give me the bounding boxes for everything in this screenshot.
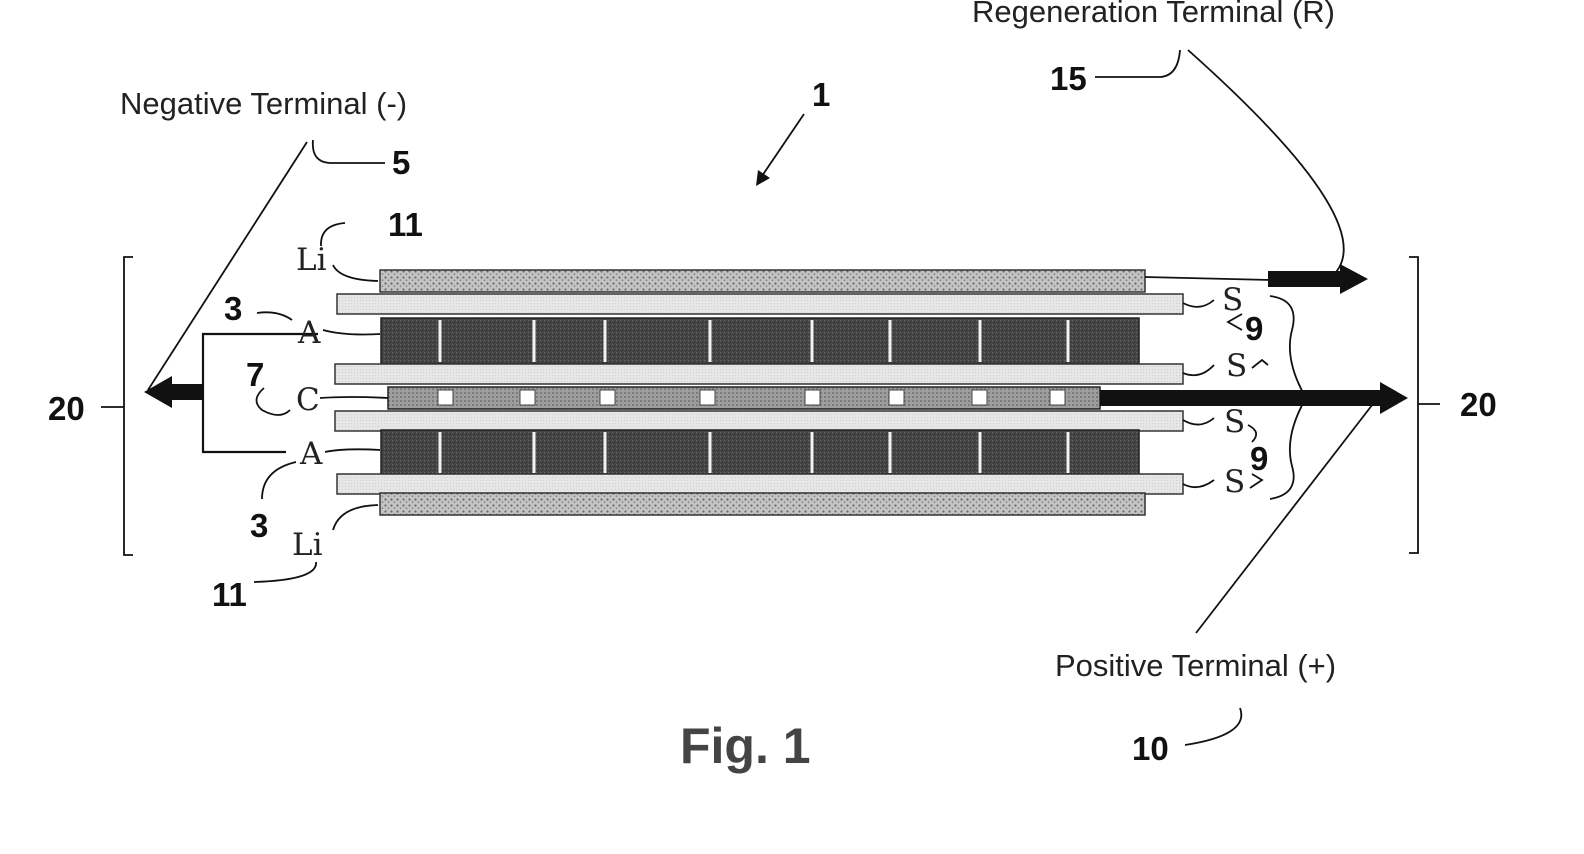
regeneration-wire — [1145, 277, 1272, 280]
negative-terminal-leader — [148, 142, 307, 390]
numeral-15-leader — [1095, 50, 1180, 77]
positive-terminal-leader — [1196, 400, 1376, 633]
separator-layer-2 — [335, 364, 1183, 384]
numeral-1: 1 — [812, 76, 830, 113]
numeral-3-bottom-leader — [262, 462, 296, 499]
lithium-layer-bottom — [380, 493, 1145, 515]
numeral-11-bottom: 11 — [212, 576, 247, 613]
numeral-15: 15 — [1050, 60, 1087, 97]
numeral-20-right: 20 — [1460, 386, 1497, 423]
anode-layer-bottom — [381, 430, 1139, 475]
letter-a-bottom: A — [299, 436, 323, 472]
separator-layer-3 — [335, 411, 1183, 431]
numeral-20-left: 20 — [48, 390, 85, 427]
positive-terminal-arrow — [1100, 382, 1408, 414]
numeral-11-bottom-leader — [254, 562, 316, 582]
lithium-layer-top — [380, 270, 1145, 292]
numeral-3-top: 3 — [224, 290, 242, 327]
letter-c: C — [296, 382, 320, 418]
device-numeral-arrow — [756, 114, 804, 186]
anode-bottom-letter-leader — [325, 449, 380, 452]
letter-s-1: S — [1222, 282, 1243, 318]
numeral-3-top-leader — [257, 312, 292, 320]
numeral-5: 5 — [392, 144, 410, 181]
regeneration-terminal-leader — [1188, 50, 1344, 278]
letter-s-2: S — [1226, 348, 1247, 384]
negative-terminal-label: Negative Terminal (-) — [120, 86, 407, 121]
anode-top-letter-leader — [323, 330, 380, 335]
figure-caption: Fig. 1 — [680, 718, 811, 774]
numeral-3-bottom: 3 — [250, 507, 268, 544]
letter-a-top: A — [297, 315, 321, 351]
right-bracket — [1409, 257, 1418, 553]
letter-s-4: S — [1224, 464, 1245, 500]
lithium-top-letter-leader — [333, 265, 378, 281]
regeneration-terminal-arrow — [1268, 264, 1368, 294]
anode-layer-top — [381, 318, 1139, 364]
separator-layer-4 — [337, 474, 1183, 494]
separator-3-leader — [1183, 418, 1214, 425]
letter-li-bottom: Li — [292, 527, 323, 563]
separator-1-leader — [1183, 300, 1214, 307]
numeral-10: 10 — [1132, 730, 1169, 767]
cathode-letter-leader — [320, 397, 388, 398]
numeral-7: 7 — [246, 356, 264, 393]
numeral-9-top-brace-2 — [1252, 360, 1268, 368]
separator-4-leader — [1183, 480, 1214, 487]
left-bracket — [124, 257, 133, 555]
numeral-10-leader — [1185, 708, 1241, 745]
letter-s-3: S — [1224, 404, 1245, 440]
separator-layer-1 — [337, 294, 1183, 314]
lithium-bottom-letter-leader — [333, 505, 378, 530]
numeral-5-leader — [313, 140, 385, 163]
regeneration-terminal-label: Regeneration Terminal (R) — [972, 0, 1335, 29]
cathode-layer — [388, 387, 1100, 409]
positive-terminal-label: Positive Terminal (+) — [1055, 648, 1336, 683]
numeral-9-top: 9 — [1245, 310, 1263, 347]
separator-2-leader — [1183, 365, 1214, 375]
letter-li-top: Li — [296, 242, 327, 278]
numeral-9-bottom: 9 — [1250, 440, 1268, 477]
numeral-11-top: 11 — [388, 206, 423, 243]
